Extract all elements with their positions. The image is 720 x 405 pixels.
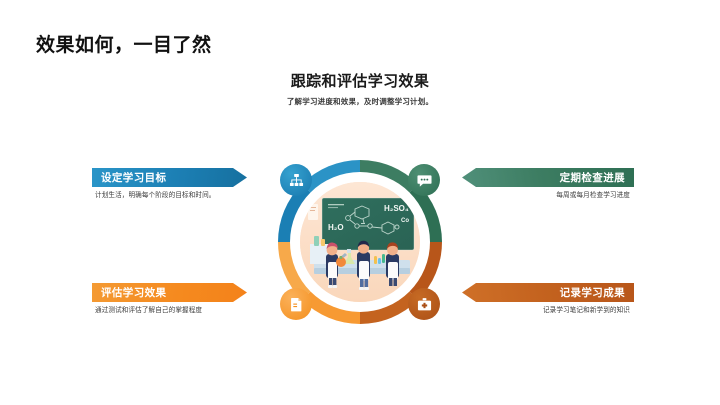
feature-body-evaluate-results: 通过测试和评估了解自己的掌握程度: [95, 307, 203, 314]
section-subheading: 了解学习进度和效果，及时调整学习计划。: [286, 97, 434, 106]
feature-label-evaluate-results: 评估学习效果: [101, 287, 167, 299]
chemistry-classroom-scene: H₂SO₄ Co H₂O: [300, 182, 420, 302]
chat-bubble-icon: [416, 174, 432, 187]
sitemap-icon: [289, 173, 303, 186]
svg-text:H₂O: H₂O: [328, 223, 344, 232]
feature-banner-evaluate-results[interactable]: 评估学习效果: [92, 283, 247, 302]
feature-label-record-results: 记录学习成果: [559, 287, 625, 299]
feature-body-record-results: 记录学习笔记和新学到的知识: [542, 307, 630, 314]
feature-label-review-progress: 定期检查进展: [559, 172, 625, 184]
feature-evaluate-results[interactable]: 评估学习效果 通过测试和评估了解自己的掌握程度: [92, 283, 247, 316]
svg-text:Co: Co: [401, 218, 409, 224]
feature-banner-review-progress[interactable]: 定期检查进展: [462, 168, 634, 187]
document-icon: [290, 297, 301, 311]
central-illustration: H₂SO₄ Co H₂O: [278, 160, 442, 324]
badge-chat[interactable]: [408, 164, 440, 196]
feature-record-results[interactable]: 记录学习成果 记录学习笔记和新学到的知识: [462, 283, 634, 316]
section-heading: 跟踪和评估学习效果: [290, 73, 430, 90]
feature-body-set-goals: 计划生活，明确每个阶段的目标和时间。: [95, 192, 216, 199]
feature-body-review-progress: 每周或每月检查学习进度: [556, 192, 630, 199]
classroom-illustration-svg: H₂SO₄ Co H₂O: [300, 182, 420, 302]
page-title: 效果如何，一目了然: [36, 35, 212, 56]
feature-review-progress[interactable]: 定期检查进展 每周或每月检查学习进度: [462, 168, 634, 201]
feature-label-set-goals: 设定学习目标: [101, 172, 167, 184]
medical-cross-icon: [417, 297, 431, 310]
svg-text:H₂SO₄: H₂SO₄: [384, 204, 409, 213]
badge-medical-kit[interactable]: [408, 288, 440, 320]
badge-sitemap[interactable]: [280, 164, 312, 196]
feature-set-goals[interactable]: 设定学习目标 计划生活，明确每个阶段的目标和时间。: [92, 168, 247, 201]
feature-banner-set-goals[interactable]: 设定学习目标: [92, 168, 247, 187]
badge-document[interactable]: [280, 288, 312, 320]
feature-banner-record-results[interactable]: 记录学习成果: [462, 283, 634, 302]
